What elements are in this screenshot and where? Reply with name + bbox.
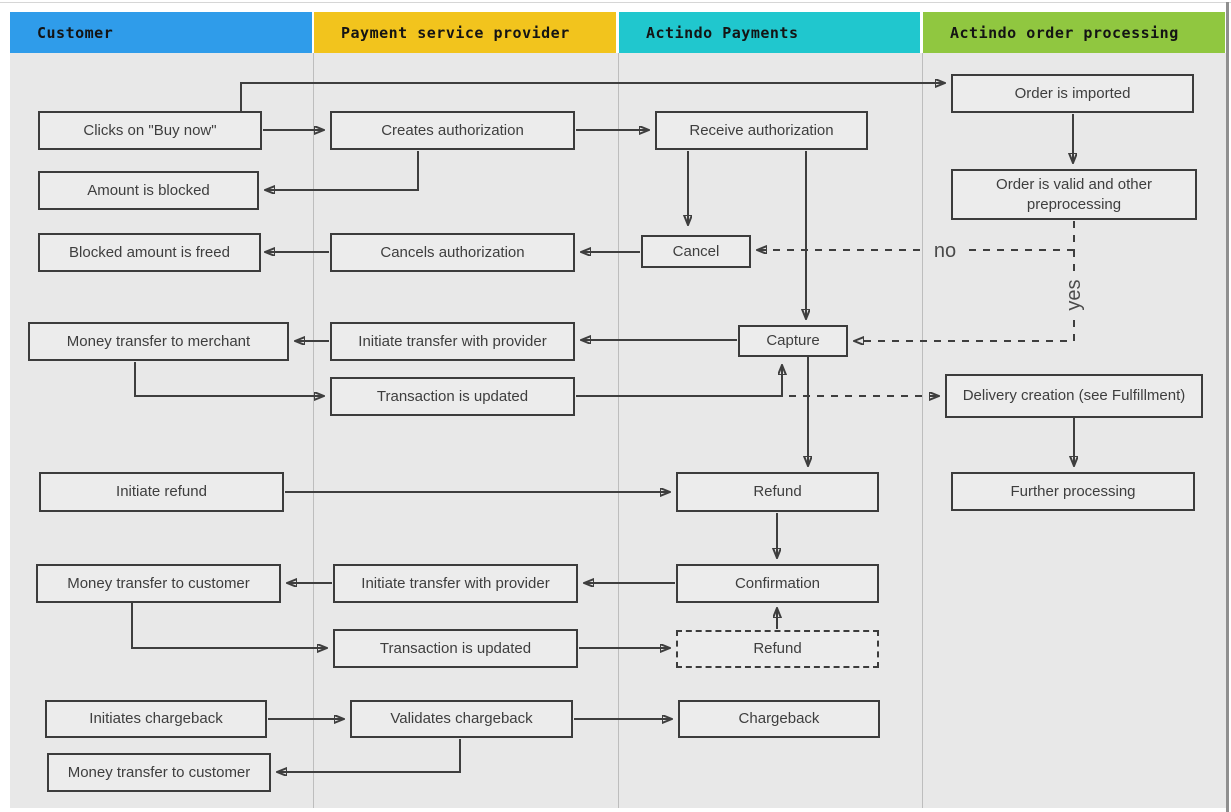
- lane-title: Customer: [37, 23, 114, 42]
- edge-validates-chargeback-to-transfer-customer-2: [278, 739, 461, 772]
- edge-transfer-merchant-to-transaction-updated-1: [134, 362, 323, 396]
- node-initiate-refund: Initiate refund: [39, 472, 284, 512]
- lane-header-customer: Customer: [10, 12, 312, 53]
- node-amount-is-blocked: Amount is blocked: [38, 171, 259, 210]
- node-creates-authorization: Creates authorization: [330, 111, 575, 150]
- node-clicks-buy-now: Clicks on "Buy now": [38, 111, 262, 150]
- edge-label-yes: yes: [1061, 273, 1087, 317]
- page-right-border: [1226, 2, 1229, 812]
- node-blocked-amount-freed: Blocked amount is freed: [38, 233, 261, 272]
- lane-header-actindo-payments: Actindo Payments: [619, 12, 920, 53]
- node-further-processing: Further processing: [951, 472, 1195, 511]
- node-receive-authorization: Receive authorization: [655, 111, 868, 150]
- lane-separator-2: [618, 53, 619, 808]
- node-cancels-authorization: Cancels authorization: [330, 233, 575, 272]
- lane-title: Actindo order processing: [950, 23, 1179, 42]
- edge-creates-auth-to-amount-blocked: [266, 151, 419, 190]
- node-capture: Capture: [738, 325, 848, 357]
- edge-buy-now-to-order-imported: [240, 83, 944, 111]
- lane-header-payment-service-provider: Payment service provider: [314, 12, 616, 53]
- node-delivery-creation: Delivery creation (see Fulfillment): [945, 374, 1203, 418]
- node-refund-dashed: Refund: [676, 630, 879, 668]
- node-initiate-transfer-provider-1: Initiate transfer with provider: [330, 322, 575, 361]
- node-initiate-transfer-provider-2: Initiate transfer with provider: [333, 564, 578, 603]
- node-confirmation: Confirmation: [676, 564, 879, 603]
- lane-separator-1: [313, 53, 314, 808]
- edge-transaction-updated-1-to-capture: [576, 366, 782, 397]
- page-top-border: [0, 2, 1231, 3]
- node-money-transfer-merchant: Money transfer to merchant: [28, 322, 289, 361]
- node-validates-chargeback: Validates chargeback: [350, 700, 573, 738]
- node-order-is-valid: Order is valid and other preprocessing: [951, 169, 1197, 220]
- lane-title: Payment service provider: [341, 23, 570, 42]
- lane-title: Actindo Payments: [646, 23, 799, 42]
- node-money-transfer-customer-1: Money transfer to customer: [36, 564, 281, 603]
- lane-header-actindo-order-processing: Actindo order processing: [923, 12, 1225, 53]
- node-transaction-updated-2: Transaction is updated: [333, 629, 578, 668]
- node-refund: Refund: [676, 472, 879, 512]
- node-cancel: Cancel: [641, 235, 751, 268]
- node-chargeback: Chargeback: [678, 700, 880, 738]
- node-order-is-imported: Order is imported: [951, 74, 1194, 113]
- node-initiates-chargeback: Initiates chargeback: [45, 700, 267, 738]
- edge-transfer-customer-1-to-transaction-updated-2: [131, 603, 326, 648]
- lane-separator-3: [922, 53, 923, 808]
- node-money-transfer-customer-2: Money transfer to customer: [47, 753, 271, 792]
- node-transaction-updated-1: Transaction is updated: [330, 377, 575, 416]
- edge-label-no: no: [924, 238, 966, 264]
